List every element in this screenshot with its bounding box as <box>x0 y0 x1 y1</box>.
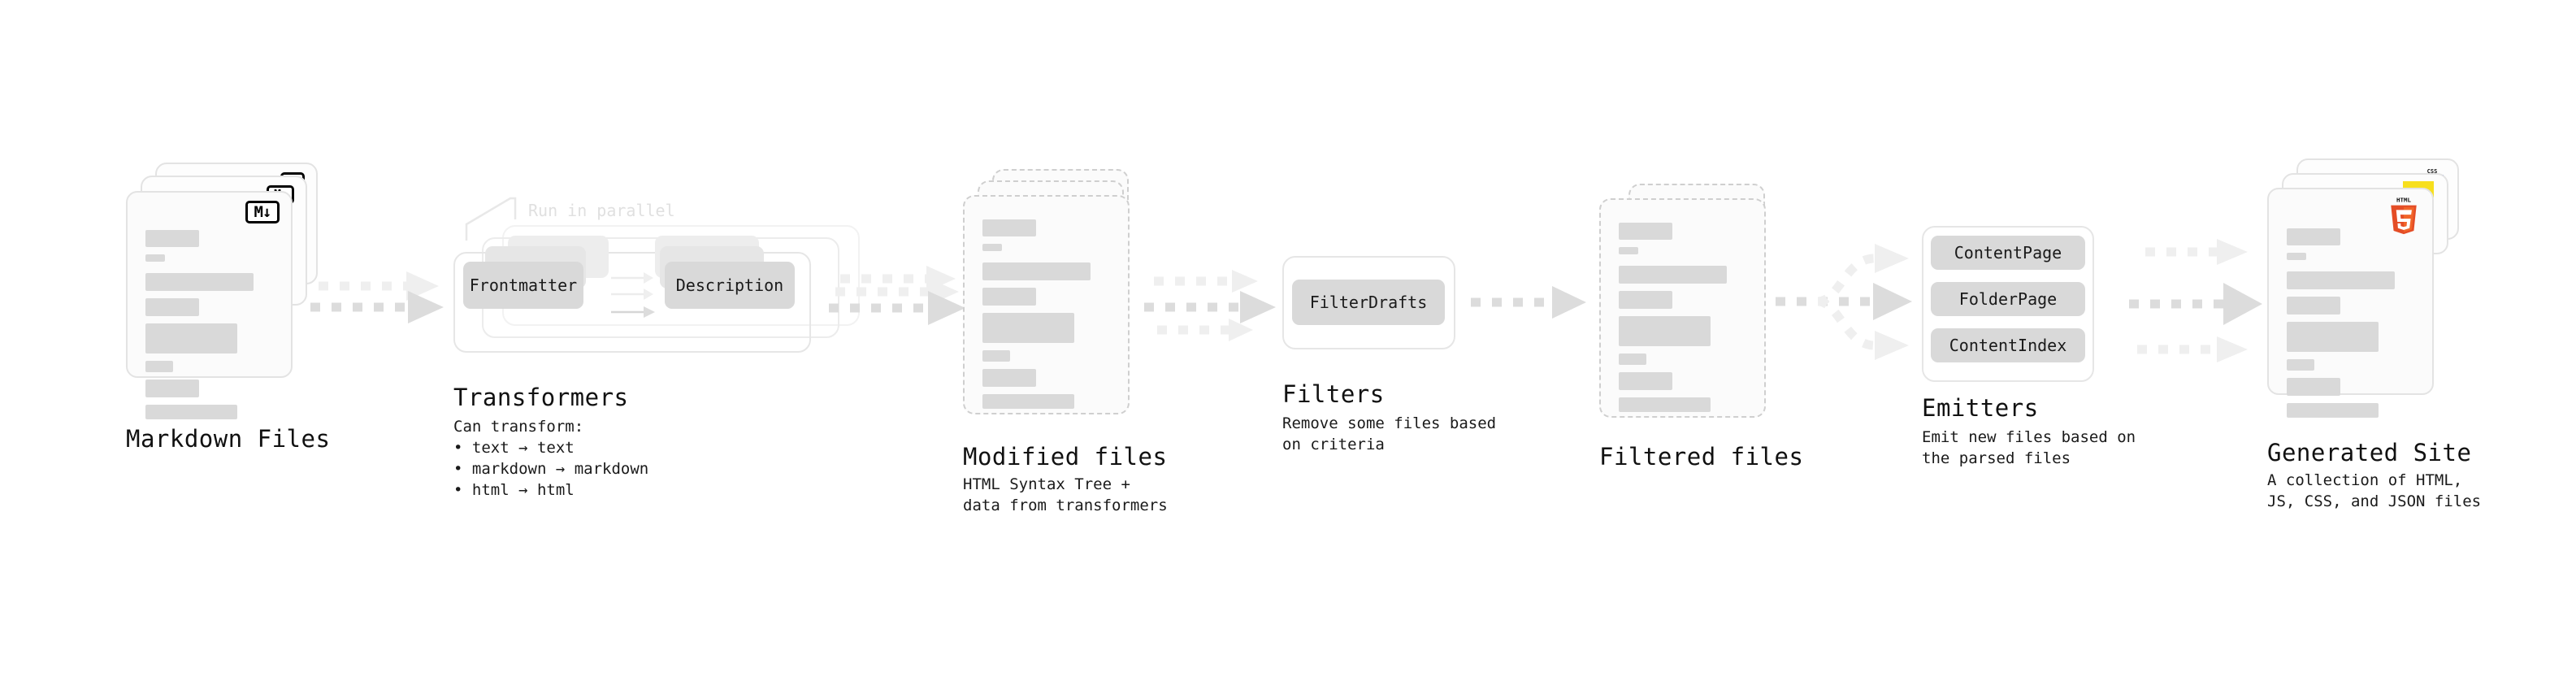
emitter-chip-contentpage[interactable]: ContentPage <box>1931 236 2085 270</box>
filters-group-box <box>1282 256 1455 349</box>
generated-site-subtitle: A collection of HTML, JS, CSS, and JSON … <box>2267 471 2482 510</box>
transformer-chip-frontmatter[interactable]: Frontmatter <box>463 262 583 309</box>
modified-file-card-front <box>963 195 1130 414</box>
document-content-lines <box>982 219 1113 416</box>
connector-md-to-transformers <box>310 271 444 323</box>
run-in-parallel-label: Run in parallel <box>528 201 675 220</box>
filters-subtitle: Remove some files based on criteria <box>1282 414 1497 453</box>
filtered-files-title: Filtered files <box>1599 443 1804 471</box>
filter-chip-filterdrafts[interactable]: FilterDrafts <box>1292 280 1445 325</box>
markdown-badge-front: M↓ <box>245 201 280 223</box>
connector-emitters-to-site <box>2129 239 2262 362</box>
modified-files-title: Modified files <box>963 443 1168 471</box>
markdown-file-card-front: M↓ <box>126 191 293 419</box>
transformers-title: Transformers <box>453 384 629 411</box>
generated-site-title: Generated Site <box>2267 439 2472 466</box>
svg-text:CSS: CSS <box>2427 168 2438 175</box>
emitter-chip-folderpage[interactable]: FolderPage <box>1931 282 2085 316</box>
filters-title: Filters <box>1282 380 1385 408</box>
connector-transformers-to-modified <box>829 266 965 325</box>
document-content-lines <box>1619 223 1750 419</box>
connector-modified-to-filters <box>1144 270 1276 341</box>
markdown-files-title: Markdown Files <box>126 425 331 453</box>
generated-site-card-front: HTML <box>2267 188 2434 418</box>
document-content-lines <box>145 230 276 427</box>
emitters-subtitle: Emit new files based on the parsed files <box>1922 428 2136 467</box>
modified-files-subtitle: HTML Syntax Tree + data from transformer… <box>963 475 1168 514</box>
emitters-title: Emitters <box>1922 394 2039 422</box>
document-content-lines <box>2287 228 2418 425</box>
filtered-file-card-front <box>1599 198 1766 418</box>
transformer-chip-description[interactable]: Description <box>665 262 795 309</box>
emitter-chip-contentindex[interactable]: ContentIndex <box>1931 328 2085 362</box>
connector-filtered-to-emitters <box>1776 244 1912 360</box>
transformers-layer-1 <box>453 252 811 353</box>
run-in-parallel-brace <box>465 197 517 241</box>
html5-badge: HTML <box>2391 196 2417 235</box>
emitters-group-box <box>1922 226 2094 382</box>
connector-filters-to-filtered <box>1471 286 1586 319</box>
svg-text:HTML: HTML <box>2396 196 2411 203</box>
transformers-subtitle: Can transform: • text → text • markdown … <box>453 418 649 499</box>
transformer-inner-arrows <box>611 272 655 318</box>
